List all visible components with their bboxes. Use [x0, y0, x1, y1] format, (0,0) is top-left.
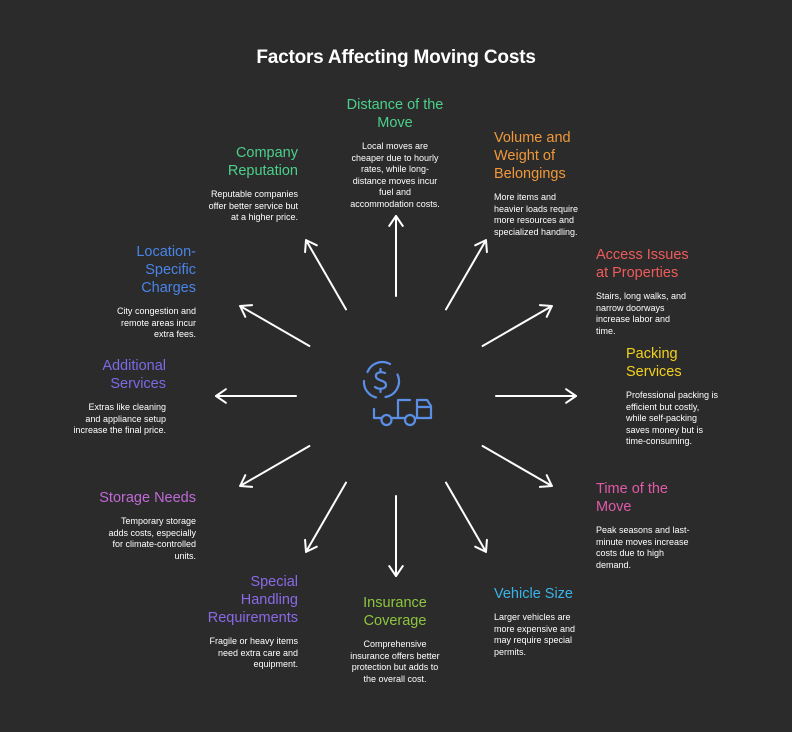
moving-truck-icon — [372, 398, 433, 427]
arrow-additional — [215, 388, 297, 404]
arrow-reputation — [304, 239, 347, 311]
arrow-location — [239, 304, 311, 347]
factor-title: Storage Needs — [99, 490, 196, 506]
arrow-time — [481, 445, 553, 488]
dollar-coin-icon — [362, 360, 401, 399]
center-icon — [362, 360, 433, 427]
arrow-packing — [495, 388, 577, 404]
arrow-vehicle — [445, 481, 488, 553]
arrow-insurance — [388, 495, 404, 577]
arrow-special — [304, 481, 347, 553]
arrow-distance — [388, 215, 404, 297]
arrow-storage — [239, 445, 311, 488]
diagram-title: Factors Affecting Moving Costs — [256, 47, 536, 68]
arrow-access — [481, 304, 553, 347]
arrow-group — [215, 215, 577, 577]
arrow-volume — [445, 239, 488, 311]
factor-title: Vehicle Size — [494, 586, 573, 602]
factor-description: Peak seasons and last-minute moves incre… — [596, 525, 690, 570]
